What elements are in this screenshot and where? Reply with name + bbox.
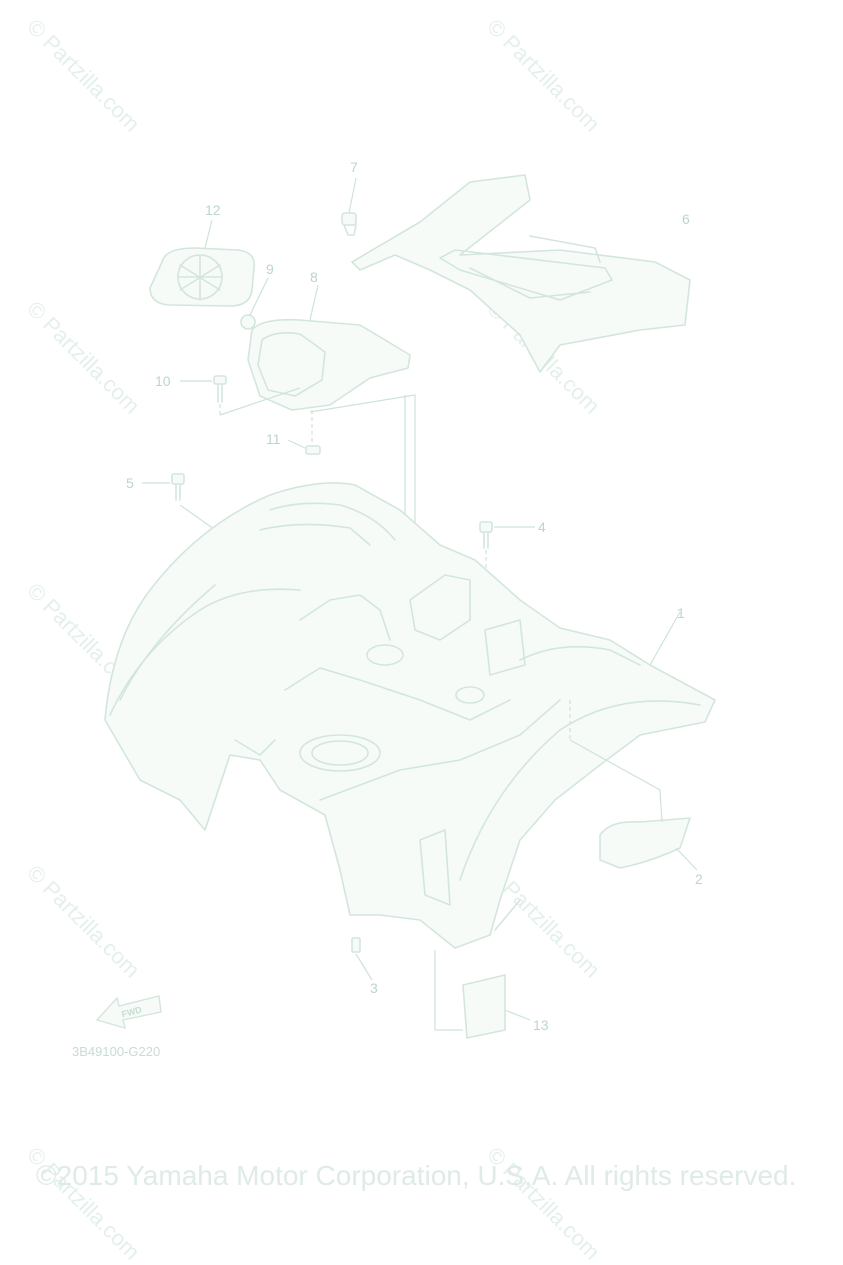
callout-10: 10 [155, 373, 171, 389]
exploded-parts-diagram: 1 2 3 4 5 6 7 8 9 10 11 12 13 [104, 159, 716, 1039]
part-8-storage-box [247, 284, 411, 411]
part-11-grommet [287, 410, 321, 455]
callout-5: 5 [126, 475, 134, 491]
callout-9: 9 [266, 261, 274, 277]
part-13-decal [434, 950, 531, 1039]
diagram-code: 3B49100-G220 [72, 1044, 161, 1059]
part-1-rear-fender [104, 482, 716, 949]
callout-1: 1 [677, 605, 685, 621]
callout-13: 13 [533, 1017, 549, 1033]
callout-3: 3 [370, 980, 378, 996]
callout-11: 11 [266, 431, 281, 447]
part-12-cover [149, 219, 255, 307]
callout-8: 8 [310, 269, 318, 285]
part-9-nut [240, 277, 269, 330]
part-3-clip [351, 937, 373, 981]
fwd-arrow-icon: FWD [95, 995, 162, 1030]
callout-7: 7 [350, 159, 358, 175]
part-2-decal [569, 739, 698, 871]
callout-12: 12 [205, 202, 221, 218]
part-6-rear-panel [351, 174, 691, 373]
part-7-clip [341, 177, 357, 236]
callout-4: 4 [538, 519, 546, 535]
copyright-notice: ©2015 Yamaha Motor Corporation, U.S.A. A… [36, 1160, 797, 1191]
part-10-bolt [180, 375, 301, 416]
callout-2: 2 [695, 871, 703, 887]
callout-6: 6 [682, 211, 690, 227]
